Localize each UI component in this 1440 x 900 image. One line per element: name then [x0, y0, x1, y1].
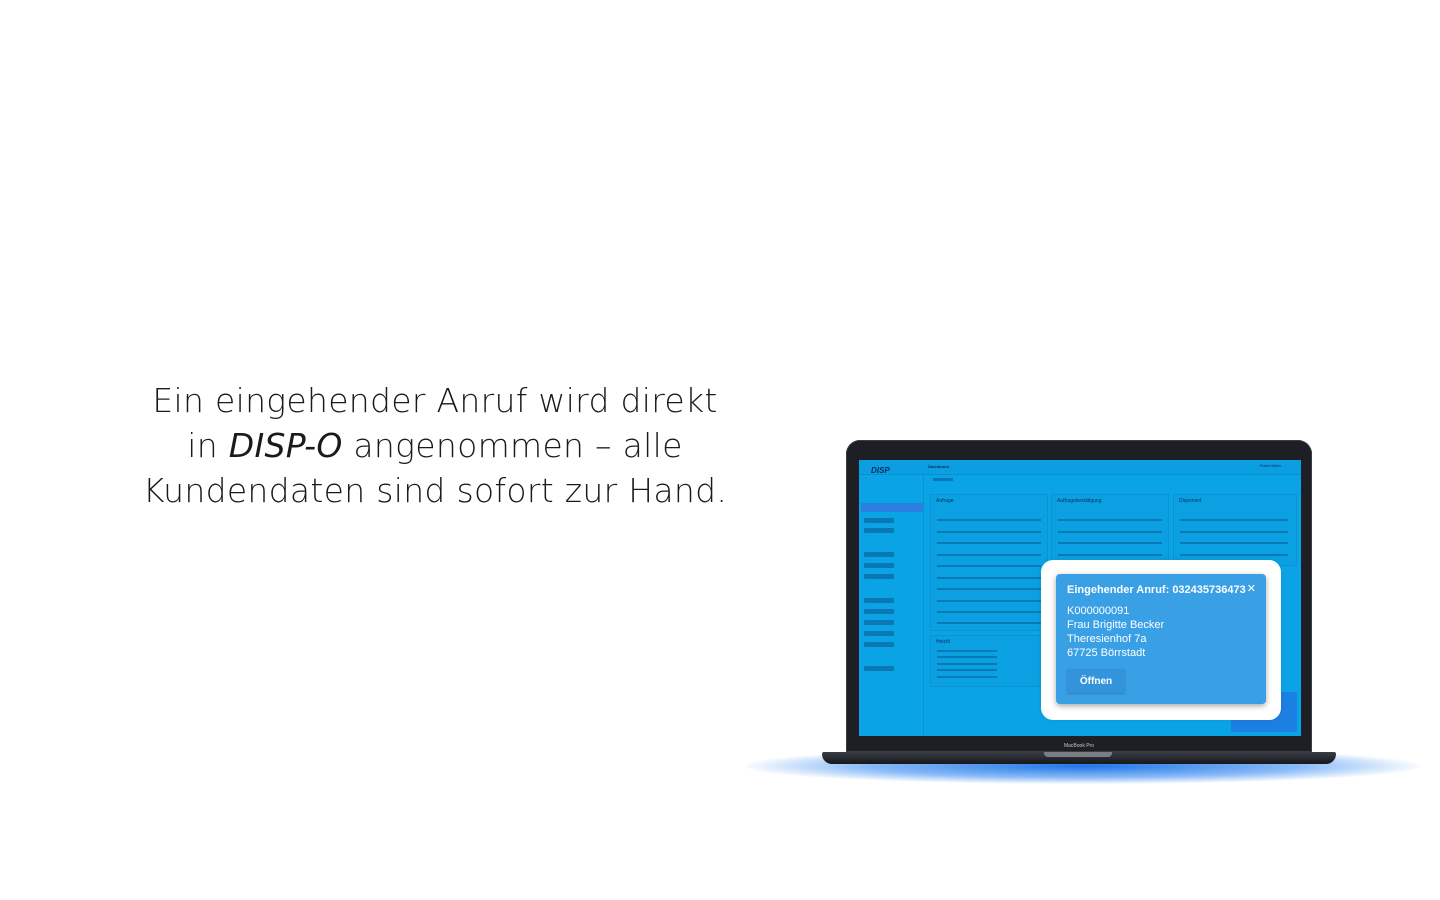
table-row[interactable] — [937, 519, 1041, 521]
table-row[interactable] — [1180, 519, 1288, 521]
sidebar-item[interactable] — [864, 620, 894, 625]
table-row[interactable] — [1180, 531, 1288, 533]
table-row[interactable] — [937, 600, 1041, 602]
table-row[interactable] — [937, 611, 1041, 613]
user-menu[interactable]: Robert Müller — [1259, 464, 1281, 468]
app-topbar: DISP Dashboard Robert Müller — [859, 460, 1301, 475]
table-row[interactable] — [1058, 554, 1162, 556]
headline-line-2-prefix: in — [187, 426, 229, 465]
table-row[interactable] — [1180, 542, 1288, 544]
incoming-call-popup: Eingehender Anruf: 032435736473 ✕ K00000… — [1056, 574, 1266, 704]
panel-disponiert: Disponiert — [1173, 494, 1297, 566]
close-icon[interactable]: ✕ — [1246, 583, 1256, 595]
headline: Ein eingehender Anruf wird direkt in DIS… — [140, 378, 730, 513]
headline-line-3: Kundendaten sind sofort zur Hand. — [142, 471, 728, 510]
table-row — [937, 656, 997, 658]
panel-auftragsbestaetigung: Auftragsbestätigung — [1051, 494, 1169, 566]
table-row[interactable] — [937, 565, 1041, 567]
table-row[interactable] — [1058, 542, 1162, 544]
sidebar-item-active[interactable] — [861, 503, 923, 512]
sidebar-item[interactable] — [864, 666, 894, 671]
customer-street: Theresienhof 7a — [1067, 633, 1147, 645]
laptop-brand-label: MacBook Pro — [1063, 743, 1094, 749]
sidebar-item[interactable] — [864, 563, 894, 568]
customer-id: K000000091 — [1067, 605, 1130, 617]
sidebar-item[interactable] — [864, 528, 894, 533]
sidebar-item[interactable] — [864, 609, 894, 614]
panel-anfrage-title: Anfrage — [936, 498, 954, 504]
panel-heizoel: Heizöl — [930, 635, 1048, 687]
table-row[interactable] — [937, 577, 1041, 579]
app-sidebar — [859, 475, 924, 736]
sidebar-item[interactable] — [864, 518, 894, 523]
panel-disponiert-title: Disponiert — [1179, 498, 1202, 504]
table-row — [937, 663, 997, 665]
open-button[interactable]: Öffnen — [1067, 669, 1125, 693]
table-row — [937, 676, 997, 678]
tab-dashboard[interactable]: Dashboard — [928, 464, 949, 469]
table-row — [937, 669, 997, 671]
breadcrumb — [933, 478, 953, 481]
customer-city: 67725 Börrstadt — [1067, 647, 1146, 659]
panel-anfrage: Anfrage — [930, 494, 1048, 631]
headline-line-2-suffix: angenommen – alle — [342, 426, 683, 465]
laptop-notch — [1044, 752, 1112, 757]
product-name: DISP-O — [228, 426, 343, 465]
table-row[interactable] — [937, 542, 1041, 544]
sidebar-item[interactable] — [864, 631, 894, 636]
popup-title: Eingehender Anruf: 032435736473 — [1067, 584, 1246, 596]
table-row[interactable] — [937, 622, 1041, 624]
panel-heizoel-title: Heizöl — [936, 639, 950, 645]
headline-line-2: in DISP-O angenommen – alle — [140, 423, 730, 468]
table-row[interactable] — [937, 588, 1041, 590]
customer-name: Frau Brigitte Becker — [1067, 619, 1165, 631]
headline-line-1: Ein eingehender Anruf wird direkt — [152, 381, 718, 420]
table-row[interactable] — [1180, 554, 1288, 556]
sidebar-item[interactable] — [864, 574, 894, 579]
table-row — [937, 650, 997, 652]
table-row[interactable] — [937, 531, 1041, 533]
app-logo: DISP — [871, 466, 890, 475]
sidebar-item[interactable] — [864, 598, 894, 603]
laptop-base — [822, 752, 1336, 764]
table-row[interactable] — [1058, 531, 1162, 533]
sidebar-item[interactable] — [864, 552, 894, 557]
table-row[interactable] — [937, 554, 1041, 556]
sidebar-item[interactable] — [864, 642, 894, 647]
table-row[interactable] — [1058, 519, 1162, 521]
panel-auftragsbestaetigung-title: Auftragsbestätigung — [1057, 498, 1102, 504]
